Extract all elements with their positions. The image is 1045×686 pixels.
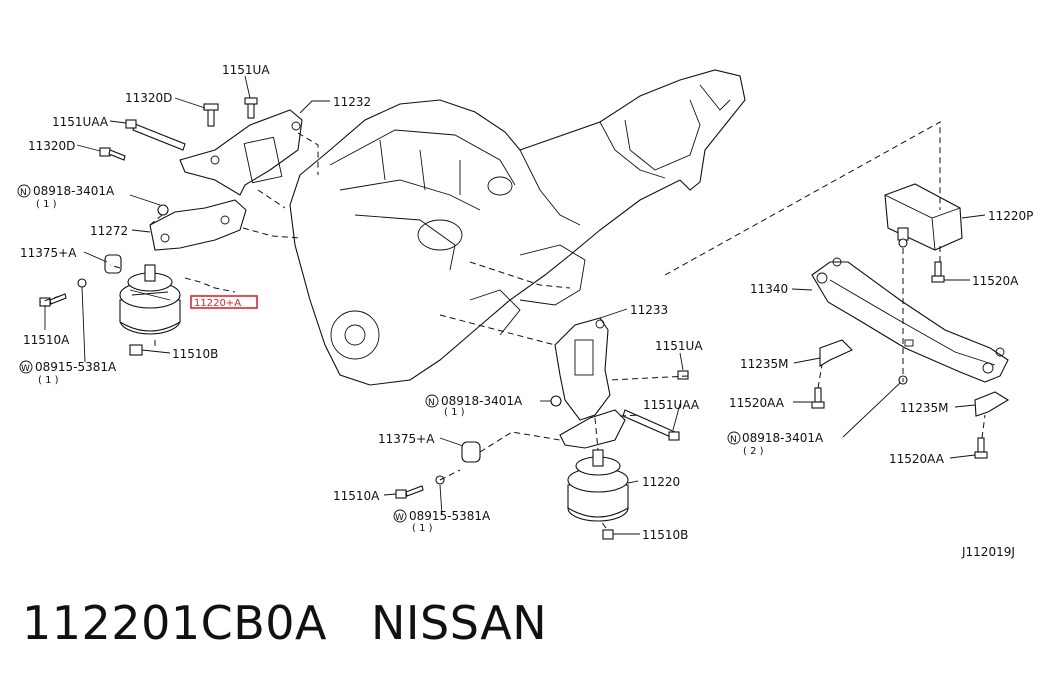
label-11520AA-right: 11520AA (889, 452, 945, 466)
label-1151UA-mid: 1151UA (655, 339, 703, 353)
label-08918-right: 08918-3401A (742, 431, 824, 445)
prefix-w-bot: W (395, 513, 404, 523)
label-1151UAA-mid: 1151UAA (643, 398, 700, 412)
parts-diagram: N W N W N 1151UA 11320D 11232 1151UAA 11… (17, 63, 1033, 559)
right-engine-bracket-11233 (554, 317, 611, 421)
label-11520A: 11520A (972, 274, 1019, 288)
label-11510A-top: 11510A (23, 333, 70, 347)
prefix-n-mid: N (428, 398, 435, 408)
right-bracket (559, 409, 626, 449)
assembly-guide-lines (39, 121, 986, 529)
label-11520AA-left: 11520AA (729, 396, 785, 410)
label-11510B-bot: 11510B (642, 528, 688, 542)
label-11510B-top: 11510B (172, 347, 218, 361)
label-11233: 11233 (630, 303, 668, 317)
label-11320D-mid: 11320D (28, 139, 75, 153)
prefix-marks: N W N W N (17, 184, 741, 523)
part-labels: 1151UA 11320D 11232 1151UAA 11320D 08918… (20, 63, 1033, 559)
highlight-box (190, 295, 258, 309)
label-08918-right-qty: ( 2 ) (743, 446, 764, 457)
label-08918-top: 08918-3401A (33, 184, 115, 198)
label-11220: 11220 (642, 475, 680, 489)
rear-brackets-11235M (819, 339, 1010, 417)
leader-lines (44, 75, 986, 535)
brand-name: NISSAN (371, 596, 548, 650)
label-11320D-top: 11320D (125, 91, 172, 105)
label-11235M-right: 11235M (900, 401, 949, 415)
prefix-n-right: N (730, 435, 737, 445)
label-11510A-bot: 11510A (333, 489, 380, 503)
rear-insulator-11220P (884, 183, 963, 251)
right-bushing-11375 (461, 441, 481, 463)
label-11375-bot: 11375+A (378, 432, 435, 446)
label-11235M-left: 11235M (740, 357, 789, 371)
label-11340: 11340 (750, 282, 788, 296)
label-11232: 11232 (333, 95, 371, 109)
label-08915-bot: 08915-5381A (409, 509, 491, 523)
label-1151UAA-top: 1151UAA (52, 115, 109, 129)
part-number: 112201CB0A (22, 596, 328, 650)
label-11272: 11272 (90, 224, 128, 238)
label-08918-top-qty: ( 1 ) (36, 199, 57, 210)
part-caption: 112201CB0A NISSAN (22, 596, 591, 650)
label-08915-bot-qty: ( 1 ) (412, 523, 433, 534)
label-08915-top: 08915-5381A (35, 360, 117, 374)
left-insulator-11220 (119, 264, 181, 335)
label-11220A-highlighted: 11220+A (194, 298, 241, 309)
prefix-n-top: N (20, 188, 27, 198)
left-bracket-11272 (149, 199, 247, 251)
left-engine-bracket-11232 (179, 109, 303, 196)
prefix-w-top: W (21, 364, 30, 374)
left-hardware (39, 97, 258, 356)
label-1151UA-top: 1151UA (222, 63, 270, 77)
right-insulator-11220 (567, 449, 629, 522)
label-08918-mid: 08918-3401A (441, 394, 523, 408)
label-11220P: 11220P (988, 209, 1033, 223)
label-11375-top: 11375+A (20, 246, 77, 260)
rear-crossmember-11340 (811, 257, 1009, 383)
engine-transmission-assembly (289, 69, 746, 386)
label-08915-top-qty: ( 1 ) (38, 375, 59, 386)
label-08918-mid-qty: ( 1 ) (444, 407, 465, 418)
left-bushing-11375 (104, 254, 122, 274)
rear-hardware (811, 261, 988, 459)
diagram-code: J112019J (961, 545, 1015, 559)
